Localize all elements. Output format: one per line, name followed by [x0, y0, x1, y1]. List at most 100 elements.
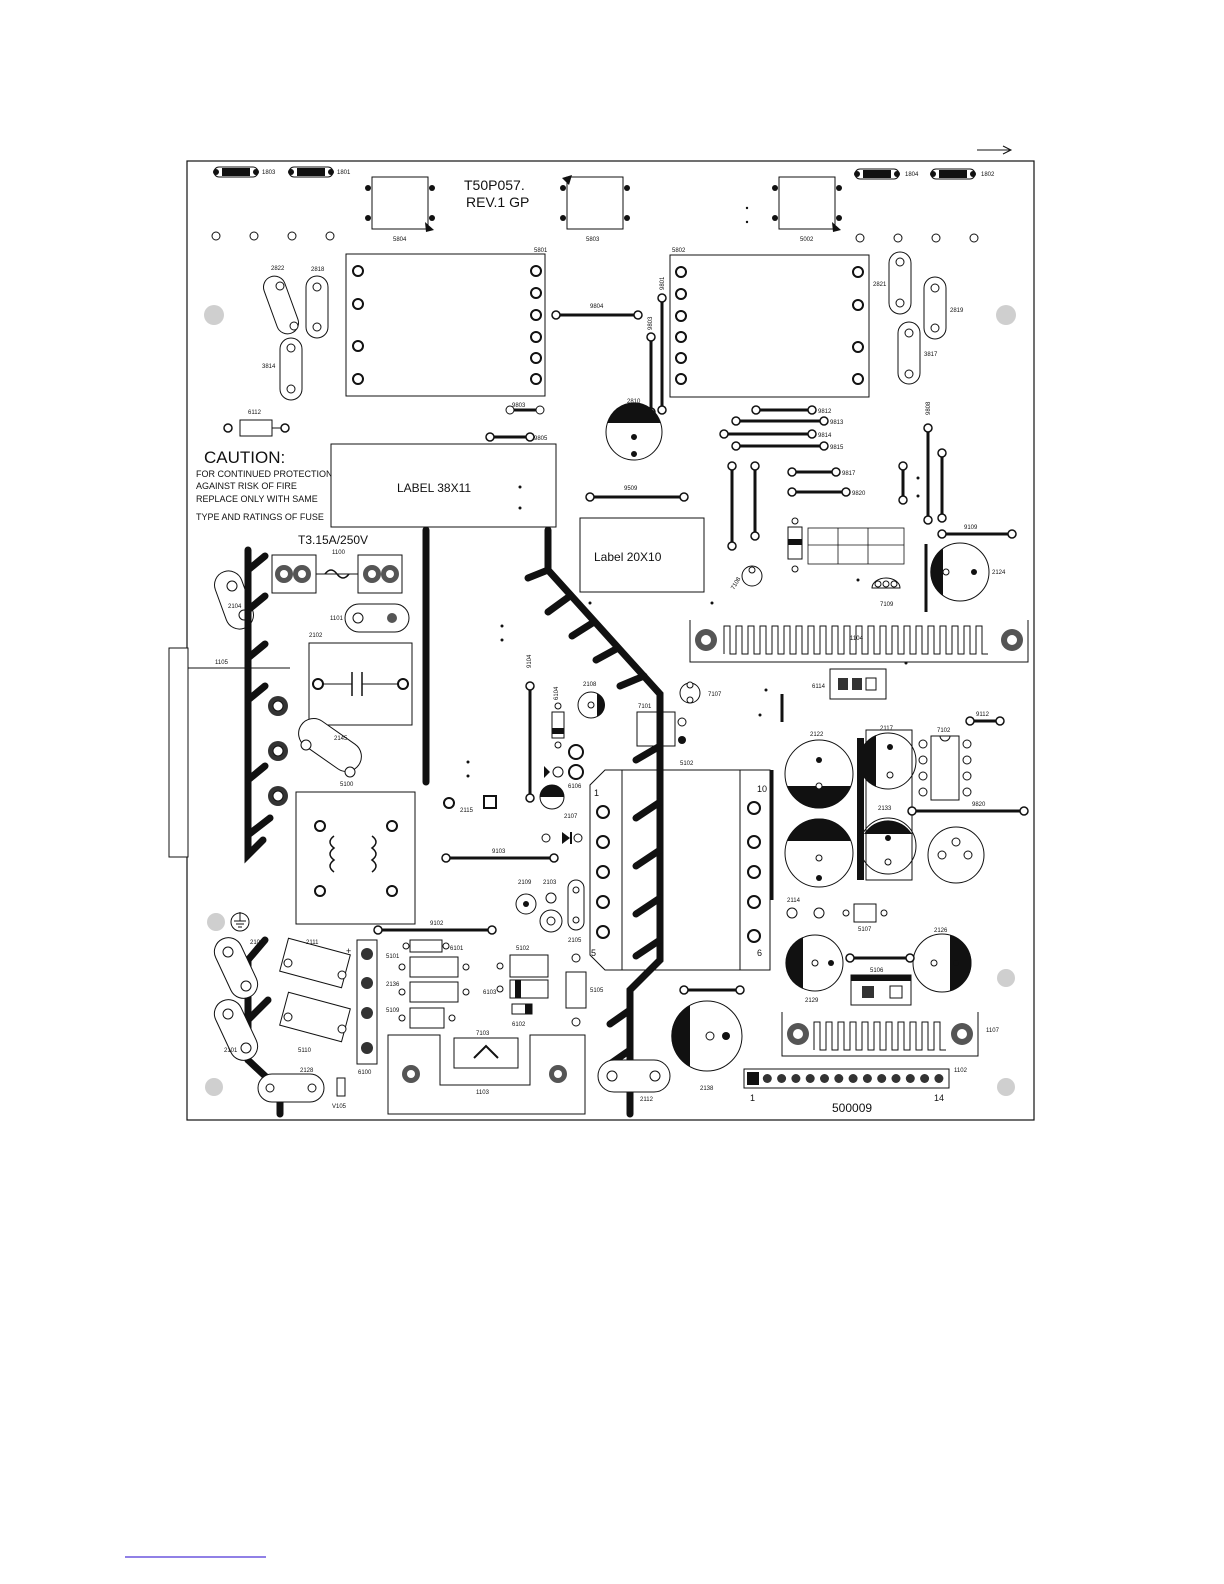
ref-5102-main: 5102: [680, 761, 694, 767]
label-20x10-box: [579, 517, 705, 593]
ref-2122: 2122: [810, 732, 824, 738]
ref-9812: 9812: [818, 409, 832, 415]
jumper-group-981x: [241, 408, 944, 546]
ref-2104: 2104: [228, 604, 242, 610]
caution-notice: CAUTION: FOR CONTINUED PROTECTION AGAINS…: [196, 448, 333, 522]
connector-pin: [834, 1074, 844, 1083]
ref-6101: 6101: [450, 946, 464, 952]
caution-line-3: REPLACE ONLY WITH SAME: [196, 494, 318, 504]
ref-9509: 9509: [624, 486, 638, 492]
ref-9104: 9104: [527, 654, 533, 668]
capacitor-2108: 2108: [577, 682, 605, 719]
diode-6106: 6106: [544, 744, 584, 790]
ref-1801: 1801: [337, 170, 351, 176]
bridge-rectifier-6100: + 6100: [346, 939, 378, 1076]
ref-6106: 6106: [568, 784, 582, 790]
capacitor-2131: [927, 826, 985, 884]
ref-6102: 6102: [512, 1022, 526, 1028]
transistor-7107: 7107: [679, 681, 722, 704]
ref-5100: 5100: [340, 782, 354, 788]
ref-V105: V105: [332, 1104, 347, 1110]
ref-2126: 2126: [934, 928, 948, 934]
ref-2145: 2145: [334, 736, 348, 742]
fuse-rating: T3.15A/250V: [298, 533, 368, 547]
varistor-2111: 2111: [279, 937, 351, 989]
capacitor-2120: [784, 818, 854, 888]
ref-1101: 1101: [330, 616, 344, 622]
connector-pin: [877, 1074, 887, 1083]
jumper-9104: [525, 681, 535, 803]
heatsink-1107: 1107: [781, 1012, 1000, 1057]
jumper-9109: [937, 529, 1017, 539]
ref-2128: 2128: [300, 1068, 314, 1074]
caution-line-2: AGAINST RISK OF FIRE: [196, 481, 297, 491]
ref-6112: 6112: [248, 410, 262, 416]
ref-2114: 2114: [787, 898, 801, 904]
ref-2138: 2138: [700, 1086, 714, 1092]
ref-6104: 6104: [554, 686, 560, 700]
board-title: T50P057.: [464, 177, 525, 193]
inlet-pins: [268, 696, 288, 806]
relay-5002: 5002: [772, 176, 842, 243]
capacitor-2112: 2112: [597, 1059, 671, 1103]
via-dots: [466, 206, 920, 778]
connector-1102: 1102 1 14: [743, 1068, 968, 1103]
capacitor-2103: 2103: [539, 880, 563, 933]
jumper-9106: [679, 985, 745, 995]
marking-table: [807, 527, 905, 565]
connector-pin-last: 14: [934, 1093, 944, 1103]
capacitor-2114: 2114: [786, 898, 825, 919]
ref-6100: 6100: [358, 1070, 372, 1076]
heatsink-1104: 1104: [689, 620, 1029, 663]
ref-2108: 2108: [583, 682, 597, 688]
resistor-6101: 6101: [402, 939, 464, 953]
ref-5102: 5102: [516, 946, 530, 952]
jumper-9820b: [907, 806, 1029, 816]
connector-1803: 1803: [213, 166, 276, 178]
ground-symbol: [230, 912, 250, 932]
ref-3817: 3817: [924, 352, 938, 358]
capacitor-2129: 2129: [785, 934, 844, 1004]
ref-3814: 3814: [262, 364, 276, 370]
common-mode-choke-5100: 5100: [295, 782, 416, 925]
capacitor-2128: 2128: [257, 1068, 325, 1103]
resistors-5101-5109: [398, 956, 470, 1029]
ref-9804: 9804: [590, 304, 604, 310]
transformer-pin-1: 1: [594, 788, 599, 798]
ref-9820: 9820: [852, 491, 866, 497]
connector-pin: [862, 1074, 872, 1083]
diode-6104: 6104: [551, 686, 565, 749]
ref-7103: 7103: [476, 1031, 490, 1037]
ref-9803: 9803: [648, 316, 654, 330]
transformer-pin-10: 10: [757, 784, 767, 794]
diode-7111: [787, 517, 803, 573]
resistor-3817: [897, 321, 921, 385]
connector-pin: [891, 1074, 901, 1083]
ref-1803: 1803: [262, 170, 276, 176]
ref-2821: 2821: [873, 282, 887, 288]
ref-5107: 5107: [858, 927, 872, 933]
ref-2111: 2111: [306, 940, 319, 946]
ref-2822: 2822: [271, 266, 285, 272]
connector-pin: [762, 1074, 772, 1083]
ref-5110: 5110: [298, 1048, 312, 1054]
capacitor-2145: 2145: [298, 718, 362, 778]
fuse-1100: [271, 554, 403, 594]
ref-2112: 2112: [640, 1097, 654, 1103]
ref-1107: 1107: [986, 1028, 1000, 1034]
ref-9815: 9815: [830, 445, 844, 451]
ref-2115: 2115: [460, 808, 474, 814]
ref-9112: 9112: [976, 712, 990, 718]
label-20x10: Label 20X10: [594, 550, 662, 564]
relay-5803: 5803: [560, 175, 630, 243]
ref-5109: 5109: [386, 1008, 400, 1014]
board-serial: 500009: [832, 1101, 872, 1115]
ref-7109: 7109: [880, 602, 894, 608]
ref-2136: 2136: [386, 982, 400, 988]
ref-2124: 2124: [992, 570, 1006, 576]
ref-2117: 2117: [880, 726, 894, 732]
ref-5002: 5002: [800, 237, 814, 243]
ref-2109: 2109: [518, 880, 532, 886]
varistor-5110: 5110: [279, 991, 351, 1054]
